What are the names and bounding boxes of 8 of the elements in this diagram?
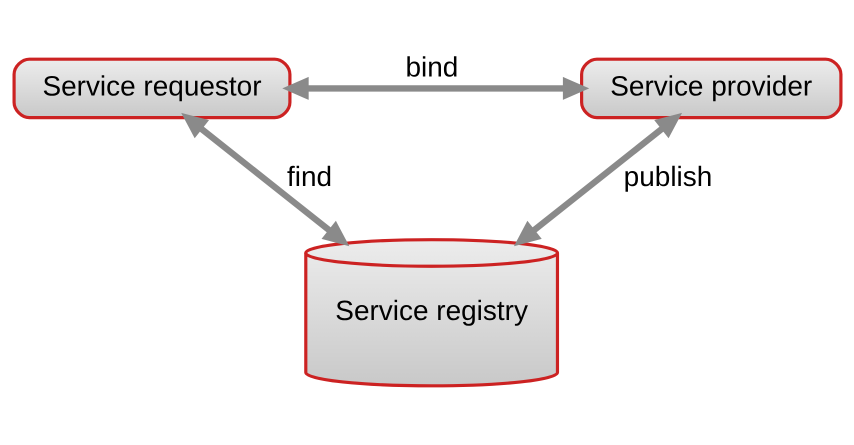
arrow [282, 76, 589, 100]
node-box: Service requestor [12, 58, 291, 120]
arrow [180, 112, 349, 246]
edge-label: find [286, 160, 332, 192]
node-box: Service provider [580, 58, 842, 120]
arrow [513, 112, 682, 246]
edge-label: bind [404, 51, 458, 82]
edge-label: publish [623, 160, 712, 192]
